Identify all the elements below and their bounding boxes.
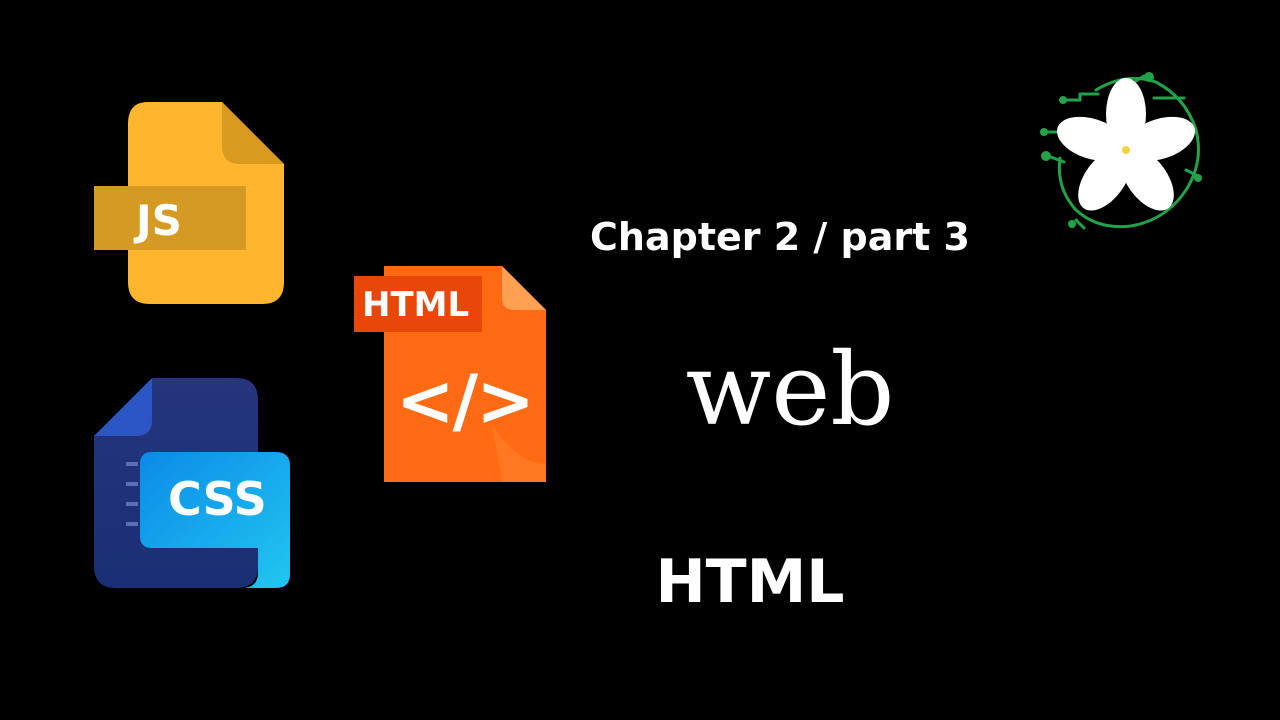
css-label: CSS bbox=[168, 472, 267, 526]
flower-circuit-logo bbox=[1036, 70, 1206, 235]
js-file-icon: JS bbox=[92, 100, 287, 305]
js-label: JS bbox=[136, 196, 182, 245]
html-file-icon: HTML </> bbox=[352, 264, 548, 484]
slide-title: web bbox=[685, 331, 895, 448]
html-label: HTML bbox=[362, 285, 470, 325]
chapter-subtitle: Chapter 2 / part 3 bbox=[590, 215, 970, 259]
code-brackets-icon: </> bbox=[396, 360, 535, 442]
css-file-icon: CSS bbox=[92, 376, 292, 590]
topic-label: HTML bbox=[655, 547, 845, 617]
